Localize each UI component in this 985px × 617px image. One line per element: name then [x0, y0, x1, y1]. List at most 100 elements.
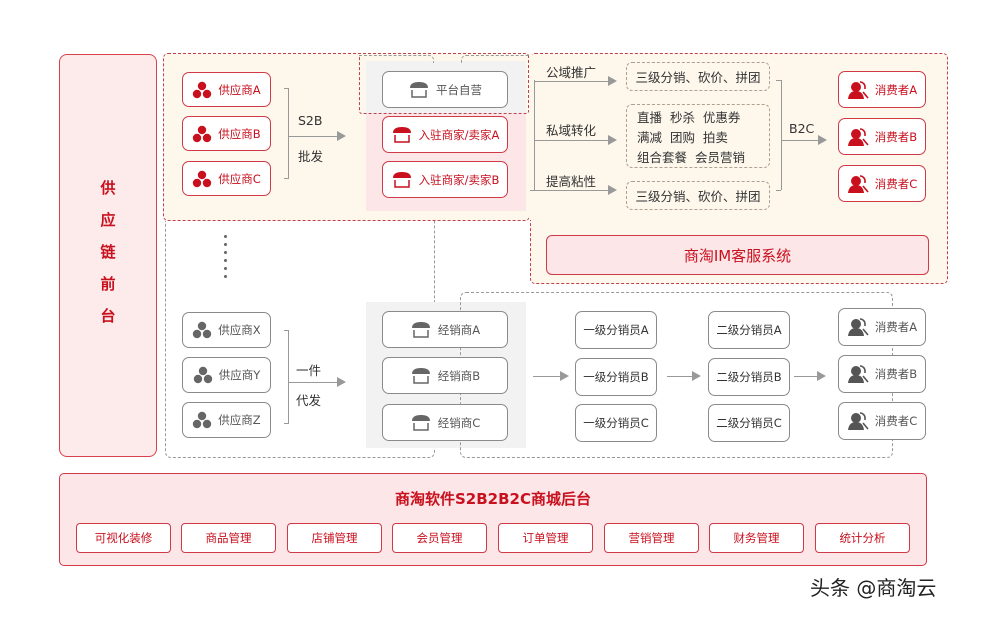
module-marketing-management-button[interactable]: 营销管理: [604, 523, 699, 553]
dealer-box[interactable]: 经销商C: [382, 404, 508, 441]
level1-distributor-box[interactable]: 一级分销员B: [575, 358, 657, 396]
dealer-box[interactable]: 经销商A: [382, 311, 508, 348]
supplier-box[interactable]: 供应商X: [182, 312, 271, 348]
b2c-label: B2C: [789, 121, 815, 136]
consumer-label: 消费者A: [874, 82, 918, 97]
dealer-label: 经销商A: [437, 322, 481, 337]
merchant-label: 入驻商家/卖家B: [418, 172, 500, 187]
merchant-box[interactable]: 入驻商家/卖家B: [382, 161, 508, 198]
users-icon: [847, 412, 869, 430]
dropship-label: 代发: [296, 393, 322, 408]
arrow-line: [534, 140, 609, 141]
ellipsis-dots: [224, 235, 227, 278]
consumer-box[interactable]: 消费者C: [838, 165, 926, 202]
module-finance-management-button[interactable]: 财务管理: [709, 523, 804, 553]
hexagon-cluster-icon: [193, 170, 212, 187]
bracket-line: [284, 330, 289, 331]
consumer-label: 消费者A: [874, 320, 918, 334]
tree-line: [534, 80, 535, 190]
supplier-label: 供应商Z: [218, 413, 261, 427]
mall-backend-panel: 商淘软件S2B2B2C商城后台 可视化装修 商品管理 店铺管理 会员管理 订单管…: [59, 473, 927, 566]
consumer-label: 消费者B: [874, 129, 918, 144]
supplier-box[interactable]: 供应商A: [182, 72, 271, 107]
level2-distributor-box[interactable]: 二级分销员A: [708, 311, 790, 349]
marketing-tools-text: 满减 团购 拍卖: [637, 129, 728, 145]
consumer-box[interactable]: 消费者B: [838, 118, 926, 155]
platform-self-label: 平台自营: [436, 82, 482, 97]
merchant-box[interactable]: 入驻商家/卖家A: [382, 116, 508, 153]
bracket-line: [288, 330, 289, 423]
storefront-icon: [411, 321, 430, 338]
users-icon: [847, 365, 869, 383]
connector-dash: [359, 55, 434, 63]
arrow-line: [534, 81, 609, 82]
level1-distributor-box[interactable]: 一级分销员A: [575, 311, 657, 349]
module-member-management-button[interactable]: 会员管理: [392, 523, 487, 553]
consumer-box[interactable]: 消费者A: [838, 308, 926, 346]
consumer-box[interactable]: 消费者A: [838, 71, 926, 108]
level1-distributor-box[interactable]: 一级分销员C: [575, 404, 657, 442]
users-icon: [847, 318, 869, 336]
module-visual-decoration-button[interactable]: 可视化装修: [76, 523, 171, 553]
dealer-label: 经销商C: [437, 415, 481, 430]
users-icon: [847, 127, 869, 146]
distribution-region: [460, 292, 893, 458]
dropship-label: 一件: [296, 363, 322, 378]
supplier-box[interactable]: 供应商B: [182, 116, 271, 151]
consumer-label: 消费者C: [874, 176, 918, 191]
supplier-label: 供应商X: [218, 323, 261, 337]
supplier-box[interactable]: 供应商Y: [182, 357, 271, 393]
storefront-icon: [392, 126, 411, 143]
backend-title: 商淘软件S2B2B2C商城后台: [395, 490, 591, 508]
hexagon-cluster-icon: [193, 321, 212, 339]
platform-self-box[interactable]: 平台自营: [382, 71, 508, 108]
vertical-char: 前: [100, 275, 116, 293]
arrow-right-icon: [337, 131, 346, 141]
im-customer-service-button[interactable]: 商淘IM客服系统: [546, 235, 929, 275]
arrow-line: [781, 140, 819, 141]
dealer-label: 经销商B: [437, 368, 481, 383]
storefront-icon: [392, 171, 411, 188]
wholesale-label: 批发: [298, 149, 324, 164]
marketing-tools-text: 三级分销、砍价、拼团: [635, 189, 761, 204]
supplier-label: 供应商B: [218, 126, 261, 141]
marketing-tools-text: 三级分销、砍价、拼团: [635, 70, 761, 85]
level2-distributor-box[interactable]: 二级分销员B: [708, 358, 790, 396]
arrow-right-icon: [337, 377, 346, 387]
module-product-management-button[interactable]: 商品管理: [181, 523, 276, 553]
consumer-label: 消费者C: [874, 414, 918, 428]
supplier-box[interactable]: 供应商C: [182, 161, 271, 196]
arrow-line: [667, 376, 693, 377]
distributor-label: 一级分销员A: [583, 323, 649, 337]
module-statistics-button[interactable]: 统计分析: [815, 523, 910, 553]
vertical-char: 供: [100, 179, 116, 197]
consumer-box[interactable]: 消费者C: [838, 402, 926, 440]
consumer-box[interactable]: 消费者B: [838, 355, 926, 393]
distributor-label: 二级分销员B: [716, 370, 782, 384]
im-system-label: 商淘IM客服系统: [683, 246, 792, 265]
module-order-management-button[interactable]: 订单管理: [498, 523, 593, 553]
s2b-label: S2B: [298, 113, 323, 128]
arrow-line: [533, 376, 561, 377]
users-icon: [847, 80, 869, 99]
arrow-right-icon: [692, 371, 701, 381]
users-icon: [847, 174, 869, 193]
bracket-line: [776, 190, 781, 191]
bracket-line: [284, 88, 289, 89]
dealer-box[interactable]: 经销商B: [382, 357, 508, 394]
module-store-management-button[interactable]: 店铺管理: [287, 523, 382, 553]
level2-distributor-box[interactable]: 二级分销员C: [708, 404, 790, 442]
merchant-label: 入驻商家/卖家A: [418, 127, 500, 142]
arrow-line: [288, 136, 338, 137]
arrow-right-icon: [608, 185, 617, 195]
supply-chain-frontend-panel: 供 应 链 前 台: [59, 54, 157, 457]
storefront-icon: [410, 81, 428, 98]
vertical-char: 台: [100, 307, 116, 325]
supply-chain-frontend-label: 供 应 链 前 台: [60, 177, 156, 326]
storefront-icon: [411, 367, 430, 384]
channel-label: 公域推广: [546, 65, 597, 80]
arrow-right-icon: [608, 76, 617, 86]
storefront-icon: [411, 414, 430, 431]
bracket-line: [288, 88, 289, 178]
supplier-box[interactable]: 供应商Z: [182, 402, 271, 438]
